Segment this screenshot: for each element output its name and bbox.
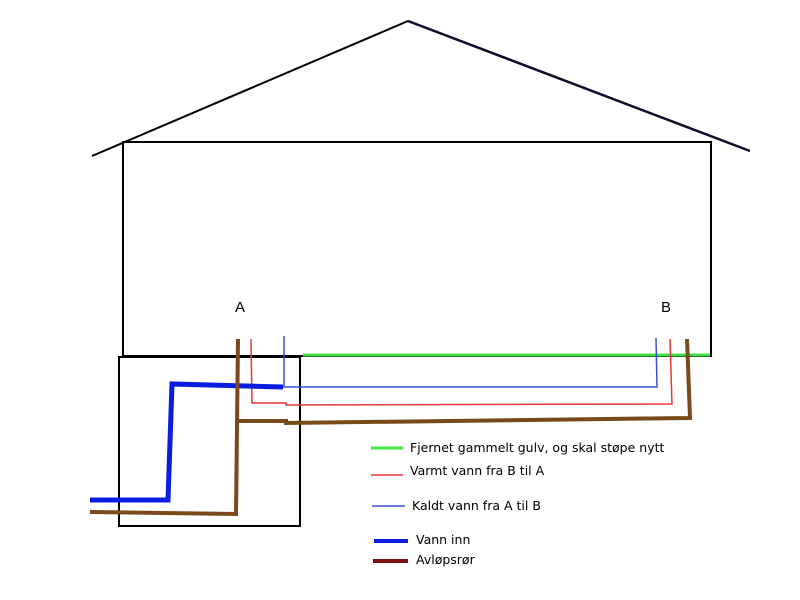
legend-label-hot-water: Varmt vann fra B til A	[410, 463, 545, 478]
house-body	[122, 141, 712, 357]
legend: Fjernet gammelt gulv, og skal støpe nytt…	[371, 440, 664, 567]
point-a-label: A	[235, 299, 245, 316]
drain-pipe	[89, 338, 240, 517]
legend-label-cold-water: Kaldt vann fra A til B	[412, 498, 541, 513]
drain-pipe-branch	[237, 338, 693, 426]
point-b-label: B	[661, 299, 671, 316]
basement-box	[118, 356, 301, 527]
hot-water-pipe	[250, 338, 673, 406]
roof-left	[91, 20, 409, 157]
legend-label-new-floor: Fjernet gammelt gulv, og skal støpe nytt	[410, 440, 664, 455]
cold-water-pipe	[283, 336, 658, 388]
legend-label-water-in: Vann inn	[416, 532, 470, 547]
water-inlet-pipe	[90, 381, 284, 503]
legend-label-drain: Avløpsrør	[416, 552, 476, 567]
roof-right	[407, 19, 751, 153]
